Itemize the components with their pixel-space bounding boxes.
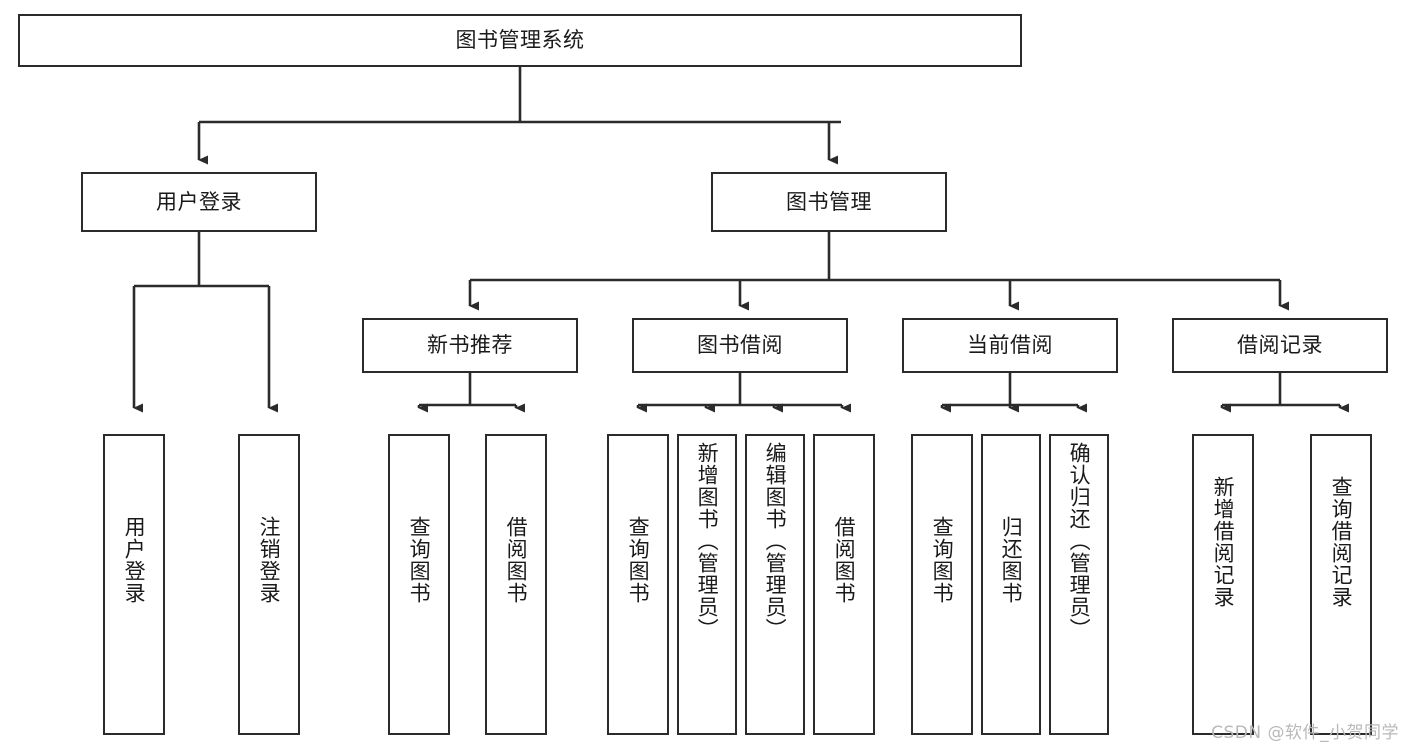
node-label: 图书管理 <box>786 189 872 214</box>
node-label: 借阅记录 <box>1237 333 1323 358</box>
node-label: 新书推荐 <box>427 333 513 358</box>
leaf-borrow-record-add-record[interactable]: 新增借阅记录 <box>1192 434 1254 735</box>
leaf-borrow-record-query-record[interactable]: 查询借阅记录 <box>1310 434 1372 735</box>
node-label: 新增借阅记录 <box>1211 476 1236 608</box>
node-book-borrow[interactable]: 图书借阅 <box>632 318 848 373</box>
node-label: 新增图书（管理员） <box>695 442 720 640</box>
node-label: 查询图书 <box>407 516 432 604</box>
node-label: 编辑图书（管理员） <box>763 442 788 640</box>
leaf-new-book-borrow-book[interactable]: 借阅图书 <box>485 434 547 735</box>
leaf-book-borrow-borrow-book[interactable]: 借阅图书 <box>813 434 875 735</box>
node-label: 注销登录 <box>257 516 282 604</box>
node-label: 确认归还（管理员） <box>1067 442 1092 640</box>
node-label: 查询借阅记录 <box>1329 476 1354 608</box>
leaf-book-borrow-query-book[interactable]: 查询图书 <box>607 434 669 735</box>
leaf-user-login-logout[interactable]: 注销登录 <box>238 434 300 735</box>
csdn-watermark: CSDN @软件_小贺同学 <box>1211 723 1399 743</box>
leaf-current-borrow-confirm-return-admin[interactable]: 确认归还（管理员） <box>1049 434 1109 735</box>
node-label: 借阅图书 <box>832 516 857 604</box>
node-label: 归还图书 <box>999 516 1024 604</box>
leaf-new-book-query-book[interactable]: 查询图书 <box>388 434 450 735</box>
node-user-login[interactable]: 用户登录 <box>81 172 317 232</box>
leaf-user-login-login[interactable]: 用户登录 <box>103 434 165 735</box>
node-root-book-management-system[interactable]: 图书管理系统 <box>18 14 1022 67</box>
node-label: 图书借阅 <box>697 333 783 358</box>
node-book-management[interactable]: 图书管理 <box>711 172 947 232</box>
node-label: 查询图书 <box>626 516 651 604</box>
node-current-borrow[interactable]: 当前借阅 <box>902 318 1118 373</box>
leaf-current-borrow-query-book[interactable]: 查询图书 <box>911 434 973 735</box>
node-borrow-record[interactable]: 借阅记录 <box>1172 318 1388 373</box>
leaf-book-borrow-edit-book-admin[interactable]: 编辑图书（管理员） <box>745 434 805 735</box>
leaf-book-borrow-add-book-admin[interactable]: 新增图书（管理员） <box>677 434 737 735</box>
node-label: 图书管理系统 <box>455 28 585 53</box>
node-label: 用户登录 <box>156 189 242 214</box>
node-label: 用户登录 <box>122 516 147 604</box>
node-label: 查询图书 <box>930 516 955 604</box>
node-label: 借阅图书 <box>504 516 529 604</box>
node-new-book-recommend[interactable]: 新书推荐 <box>362 318 578 373</box>
leaf-current-borrow-return-book[interactable]: 归还图书 <box>981 434 1041 735</box>
node-label: 当前借阅 <box>967 333 1053 358</box>
